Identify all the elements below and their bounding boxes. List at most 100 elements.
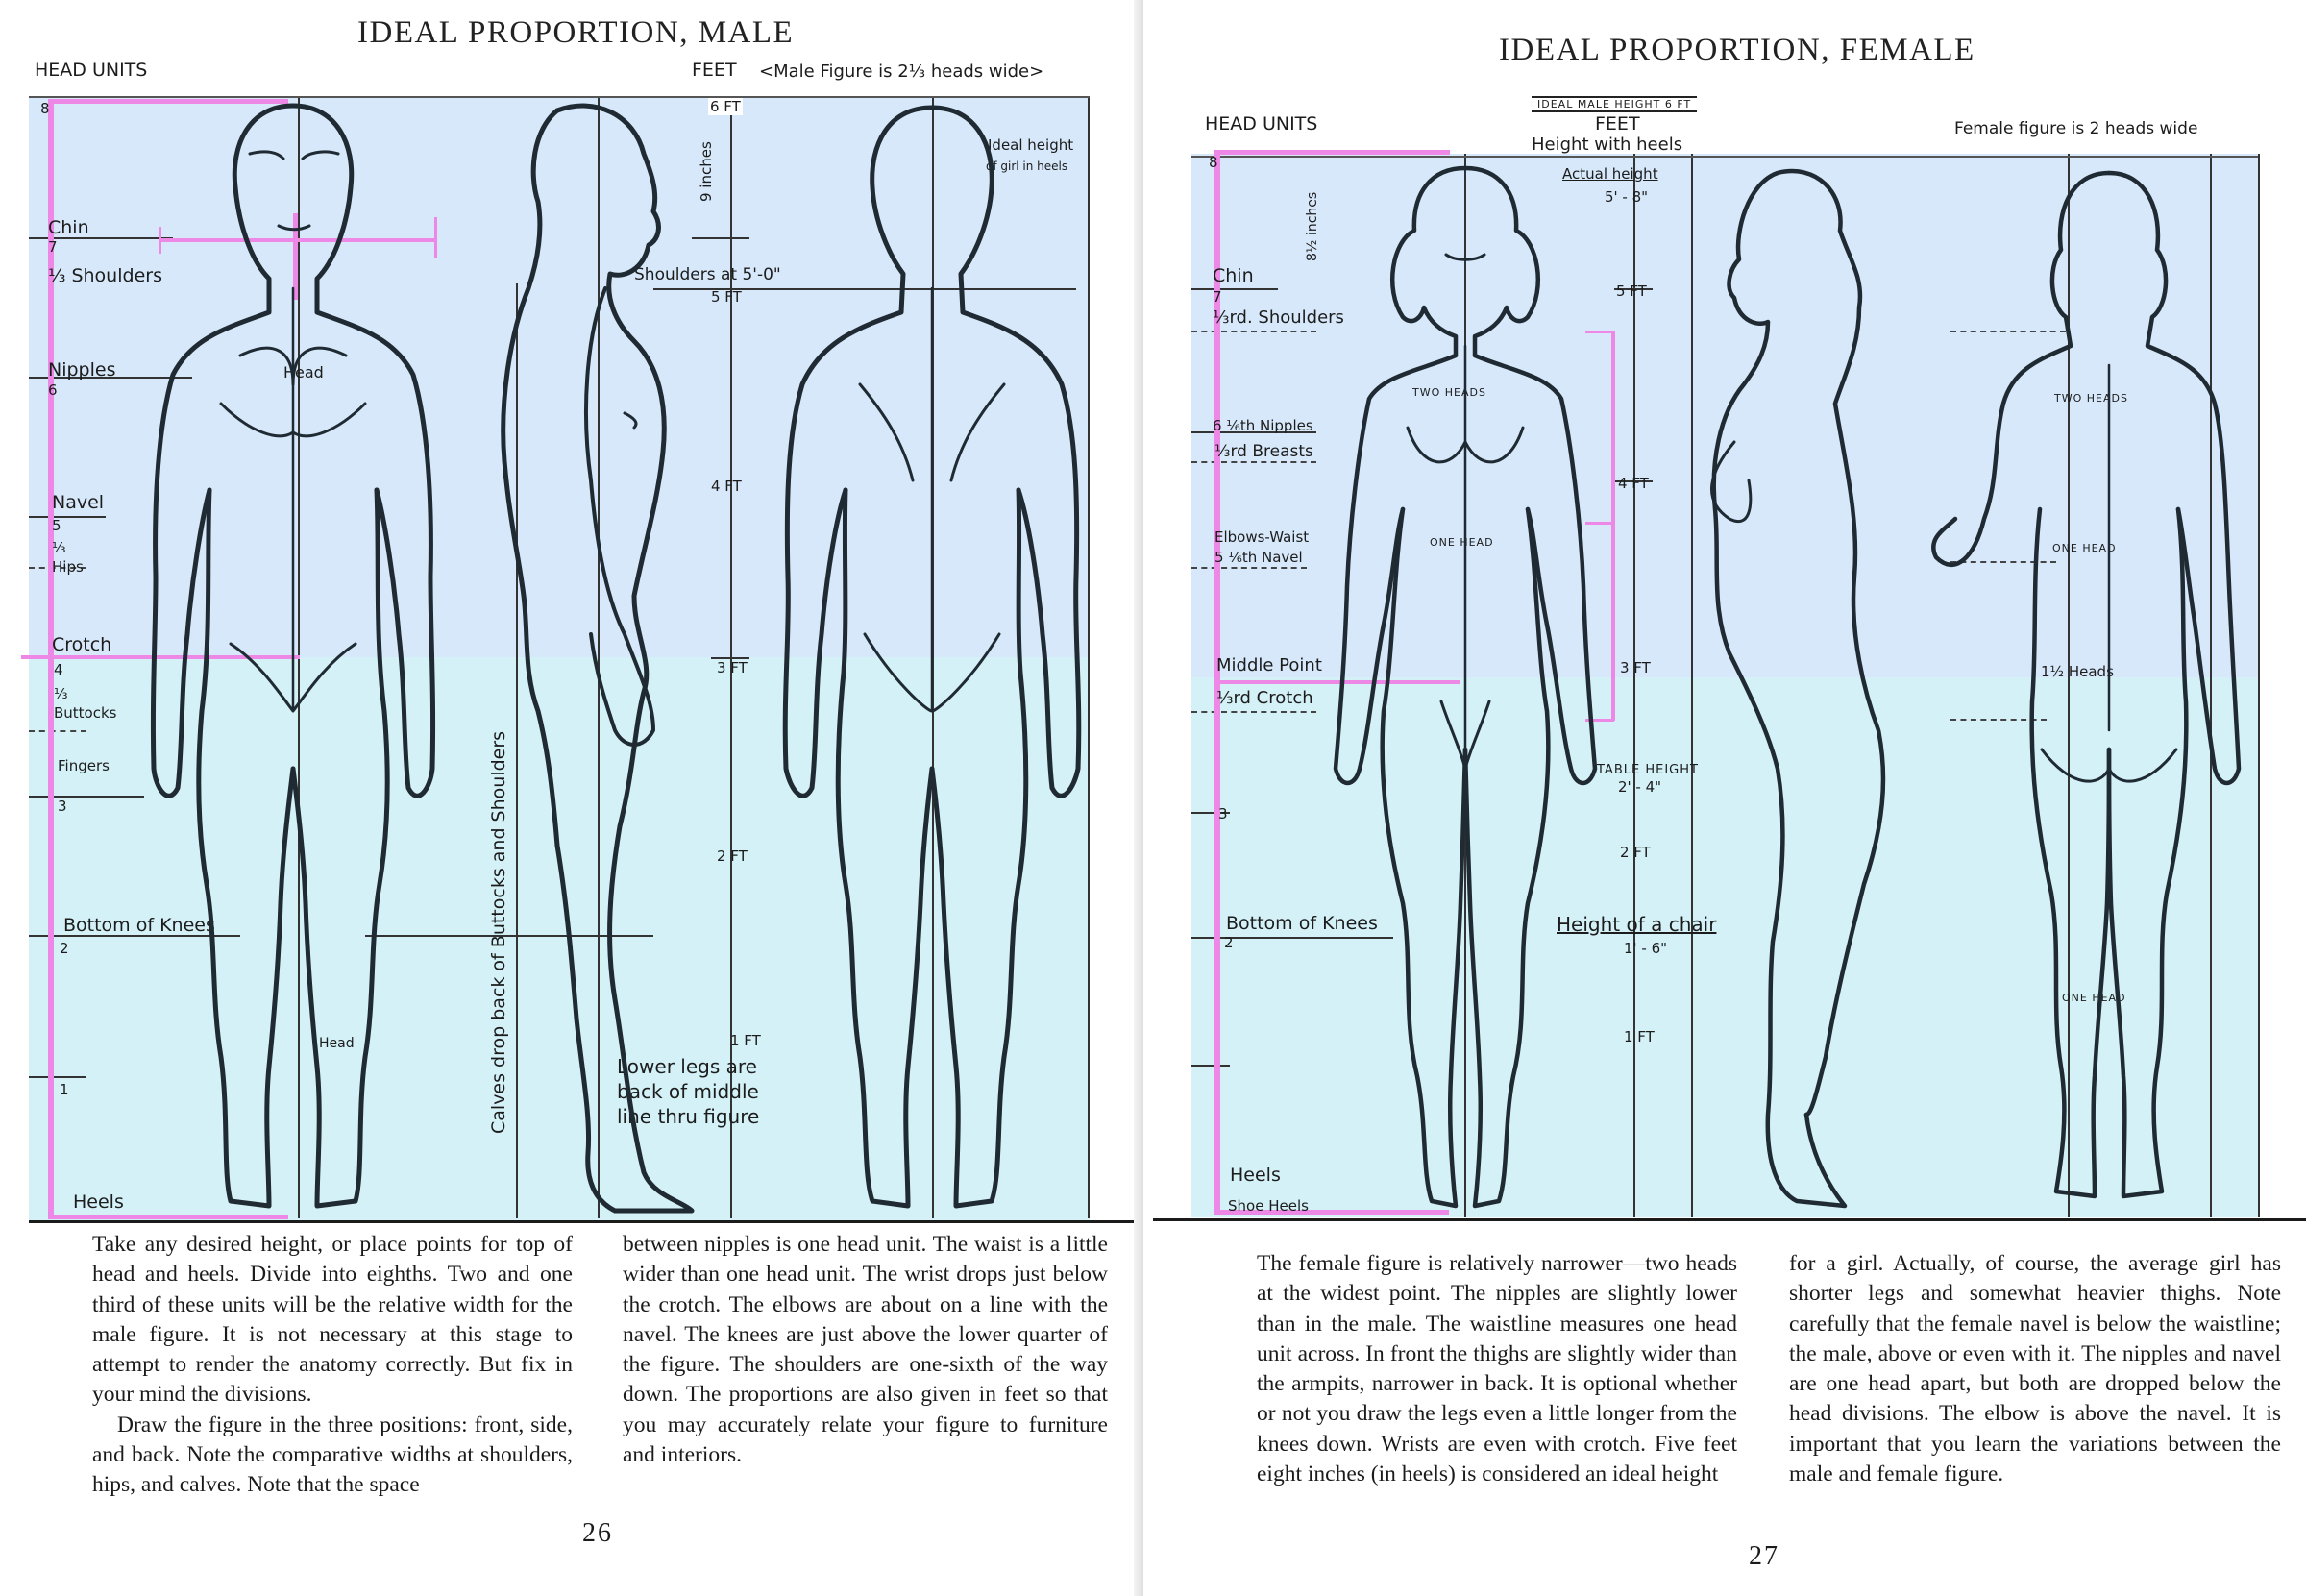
female-pink-bracket-mid [1585, 522, 1614, 525]
male-upper-band [29, 96, 1090, 657]
female-breasts-dash [1191, 461, 1316, 463]
male-ideal-height-note-1: Ideal height [988, 136, 1074, 154]
female-guide-line [1191, 156, 2258, 158]
female-feet-5: 5 FT [1616, 282, 1647, 300]
female-chair-height-value: 1' - 6" [1624, 940, 1668, 957]
female-guide-line [1191, 1065, 1230, 1067]
female-crotch-label: ⅓rd Crotch [1216, 688, 1313, 708]
female-middle-label: Middle Point [1216, 655, 1322, 675]
male-grid-line [598, 96, 600, 1218]
female-chair-height-note: Height of a chair [1557, 913, 1717, 936]
male-front-figure [150, 103, 436, 1209]
female-knees-label: Bottom of Knees [1226, 913, 1378, 934]
female-unit-3: 3 [1218, 805, 1228, 823]
female-title: IDEAL PROPORTION, FEMALE [1499, 33, 1975, 67]
female-crotch-dash [1191, 711, 1316, 713]
left-bottom-rule [29, 1220, 1143, 1223]
female-guide-line [1191, 431, 1316, 433]
male-feet-5: 5 FT [711, 288, 742, 306]
female-paragraph-1: The female figure is relatively narrower… [1257, 1251, 1737, 1487]
male-feet-3: 3 FT [717, 659, 748, 676]
male-pink-width-bar [159, 238, 437, 242]
male-guide-line [29, 377, 192, 379]
male-guide-line [365, 935, 653, 937]
female-head-units-label: HEAD UNITS [1205, 113, 1318, 135]
right-page: IDEAL PROPORTION, FEMALE IDEAL MALE HEIG… [1143, 0, 2306, 1596]
female-grid-line [2210, 154, 2212, 1217]
female-grid-line [1691, 154, 1693, 1217]
male-buttocks-dash [29, 730, 86, 732]
male-lower-legs-note-2: back of middle [617, 1080, 759, 1103]
male-grid-line [1088, 96, 1090, 1218]
male-guide-line [29, 796, 144, 798]
female-feet-label: FEET [1595, 113, 1640, 135]
male-paragraph-1: Take any desired height, or place points… [92, 1232, 573, 1408]
male-hips-dash [29, 567, 86, 569]
female-pink-top-tick [1214, 150, 1450, 155]
male-text-column-2: between nipples is one head unit. The wa… [623, 1230, 1108, 1470]
female-feet-4: 4 FT [1618, 475, 1649, 492]
female-grid-line [2068, 154, 2070, 1217]
female-navel-dash-right [1950, 561, 2056, 563]
male-feet-2: 2 FT [717, 847, 748, 865]
male-shoulders-label: ⅓ Shoulders [48, 265, 162, 286]
male-back-figure [782, 105, 1082, 1209]
female-actual-height-value: 5' - 8" [1605, 188, 1649, 206]
right-page-number: 27 [1749, 1541, 1779, 1571]
female-navel-dash [1191, 567, 1307, 569]
male-guide-line [29, 516, 106, 518]
male-knees-label: Bottom of Knees [63, 915, 215, 936]
female-text-column-1: The female figure is relatively narrower… [1257, 1249, 1737, 1489]
female-navel-label: 5 ⅙th Navel [1214, 549, 1303, 566]
male-side-figure [501, 103, 695, 1214]
female-pink-bracket-bar [1611, 331, 1615, 721]
female-unit-8: 8 [1209, 154, 1218, 171]
male-guide-line [29, 935, 240, 937]
female-lower-band [1191, 677, 2258, 1217]
male-unit-6: 6 [48, 381, 58, 399]
female-shoe-heels-label: Shoe Heels [1228, 1197, 1309, 1215]
female-text-column-2: for a girl. Actually, of course, the ave… [1789, 1249, 2281, 1489]
male-pink-width-right [434, 217, 437, 258]
left-page: IDEAL PROPORTION, MALE HEAD UNITS FEET <… [0, 0, 1143, 1596]
female-guide-line [1614, 288, 1653, 290]
female-eight-inches-note: 8½ inches [1305, 191, 1320, 261]
female-shoulders-dash-right [1950, 331, 2066, 332]
male-hips-label: ⅓ Hips [52, 539, 84, 576]
female-heels-label: Heels [1230, 1165, 1281, 1186]
female-grid-line [2258, 154, 2260, 1217]
male-paragraph-3: between nipples is one head unit. The wa… [623, 1232, 1108, 1468]
female-feet-scale-line [1633, 154, 1635, 1217]
male-heels-label: Heels [73, 1191, 124, 1213]
male-lower-legs-note-3: line thru figure [617, 1105, 760, 1128]
female-one-head-back-note: ONE HEAD [2052, 542, 2117, 554]
male-head-units-label: HEAD UNITS [35, 60, 148, 81]
female-elbows-label: Elbows-Waist [1214, 528, 1310, 546]
female-one-half-heads-note: 1½ Heads [2041, 663, 2114, 680]
female-one-head-leg-note: ONE HEAD [2062, 992, 2126, 1004]
male-guide-line [692, 237, 749, 239]
female-front-figure [1333, 165, 1598, 1209]
male-pink-bottom-tick [48, 1215, 288, 1219]
female-guide-line [1614, 480, 1653, 482]
female-guide-line [1191, 812, 1230, 814]
male-guide-line [711, 657, 749, 659]
female-one-head-note: ONE HEAD [1430, 536, 1494, 549]
female-feet-1: 1 FT [1624, 1028, 1655, 1045]
male-chin-label: Chin [48, 217, 89, 238]
male-unit-8: 8 [40, 100, 50, 117]
female-shoulders-label: ⅓rd. Shoulders [1213, 307, 1344, 328]
male-lower-band [29, 657, 1090, 1220]
female-table-height-value: 2' - 4" [1618, 778, 1662, 796]
female-feet-2: 2 FT [1620, 844, 1651, 861]
male-width-note: <Male Figure is 2⅓ heads wide> [759, 61, 1044, 82]
male-unit-1: 1 [60, 1081, 69, 1098]
male-paragraph-2: Draw the figure in the three positions: … [92, 1412, 573, 1498]
female-pink-bracket-top [1585, 331, 1614, 333]
male-guide-line [29, 237, 173, 239]
female-side-figure [1710, 168, 1886, 1209]
male-shoulders-at-note: Shoulders at 5'-0" [634, 265, 781, 284]
female-actual-height: Actual height [1562, 165, 1658, 183]
male-unit-2: 2 [60, 940, 69, 957]
female-feet-3: 3 FT [1620, 659, 1651, 676]
